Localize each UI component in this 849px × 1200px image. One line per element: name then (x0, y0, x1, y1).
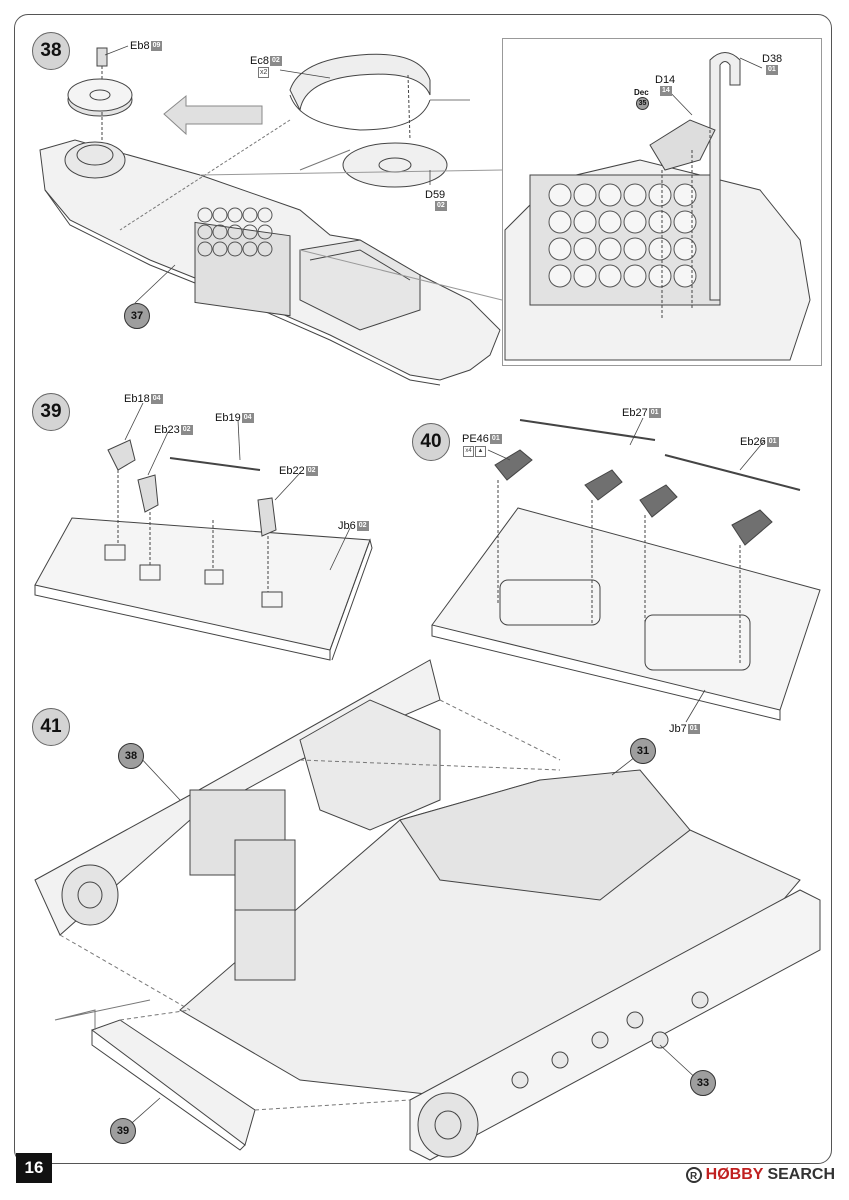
decal-number-badge: 35 (636, 97, 649, 110)
sprue-tag: 02 (435, 201, 447, 211)
step41-drawing (34, 659, 821, 1161)
part-label-d59: D59 (425, 189, 445, 201)
part-label-d14-sprue: 14 (660, 86, 672, 96)
step-badge-41: 41 (32, 708, 70, 746)
part-code: D14 (655, 74, 676, 86)
registered-mark: R (685, 1167, 702, 1183)
part-code: Jb6 (338, 520, 356, 532)
step-badge-39: 39 (32, 393, 70, 431)
part-code: Jb7 (669, 723, 687, 735)
quantity-tag: x4 (463, 446, 474, 457)
step-badge-40: 40 (412, 423, 450, 461)
sprue-tag: 01 (766, 65, 778, 75)
ref-badge-31: 31 (630, 738, 656, 764)
step39-drawing (34, 439, 373, 661)
part-code: D59 (425, 189, 446, 201)
watermark-brand: HØBBY (705, 1166, 764, 1183)
sprue-tag: 04 (150, 394, 163, 404)
sprue-tag: 01 (489, 434, 502, 444)
watermark-suffix: SEARCH (767, 1166, 835, 1183)
ref-badge-33: 33 (690, 1070, 716, 1096)
step38-hull-drawing (39, 47, 501, 386)
step-badge-38: 38 (32, 32, 70, 70)
ref-badge-37: 37 (124, 303, 150, 329)
sprue-tag: 14 (660, 86, 672, 96)
sprue-tag: 01 (766, 437, 779, 447)
photo-etch-symbol: ▲ (475, 446, 486, 457)
part-code: Eb22 (279, 465, 305, 477)
step38-detail-frame (502, 38, 822, 366)
page-number: 16 (16, 1153, 52, 1183)
part-code: PE46 (462, 433, 489, 445)
part-code: Eb18 (124, 393, 150, 405)
ref-badge-39: 39 (110, 1118, 136, 1144)
part-label-d14: D14 (655, 74, 675, 86)
sprue-tag: 01 (648, 408, 661, 418)
step40-drawing (431, 419, 821, 721)
arrow-left-icon (163, 94, 263, 136)
sprue-tag: 02 (269, 56, 282, 66)
photo-etch-icon: x4▲ (463, 446, 486, 457)
sprue-tag: 01 (687, 724, 700, 734)
part-code: Eb27 (622, 407, 648, 419)
part-label-d59-sprue: 02 (435, 201, 447, 211)
sprue-tag: 02 (356, 521, 369, 531)
part-code: Eb26 (740, 436, 766, 448)
part-code: Eb8 (130, 40, 150, 52)
quantity-tag: x2 (258, 67, 270, 78)
step38-detail-drawing (199, 52, 811, 361)
sprue-tag: 02 (180, 425, 193, 435)
sprue-tag: 04 (241, 413, 254, 423)
decal-label: Dec (634, 88, 649, 97)
sprue-tag: 09 (150, 41, 163, 51)
part-code: D38 (762, 53, 783, 65)
part-code: Eb19 (215, 412, 241, 424)
part-code: Eb23 (154, 424, 180, 436)
page-frame (14, 14, 832, 1164)
part-label-d38: D38 (762, 53, 782, 65)
part-code: Ec8 (250, 55, 269, 67)
sprue-tag: 02 (305, 466, 318, 476)
ref-badge-38: 38 (118, 743, 144, 769)
part-label-d38-sprue: 01 (766, 65, 778, 75)
watermark-logo: R HØBBY SEARCH (685, 1166, 835, 1184)
